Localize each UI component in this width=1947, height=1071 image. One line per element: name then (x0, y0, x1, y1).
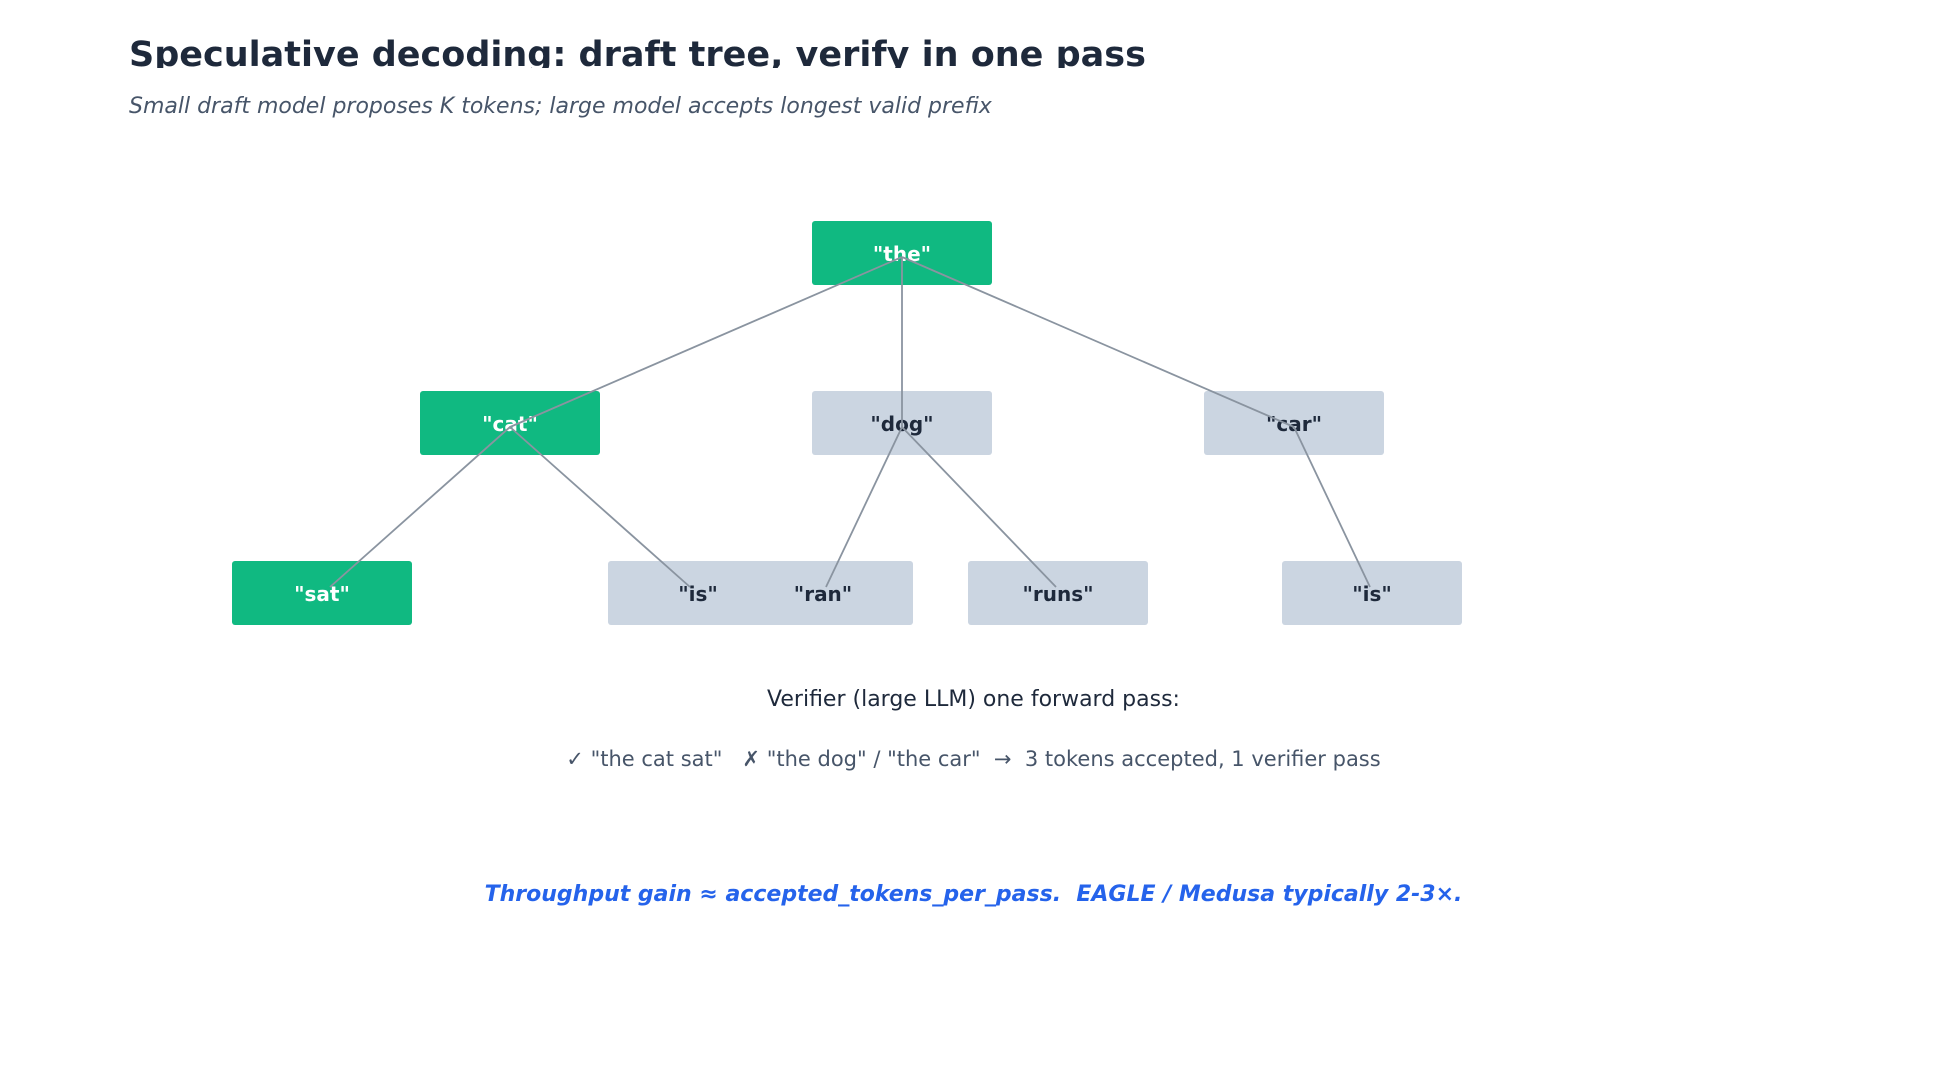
token-node-runs: "runs" (968, 561, 1148, 625)
page-title: Speculative decoding: draft tree, verify… (129, 35, 1146, 68)
tree-nodes: "the""cat""dog""car""sat""is""ran""runs"… (232, 221, 1462, 625)
token-box-is2 (1282, 561, 1462, 625)
token-node-sat: "sat" (232, 561, 412, 625)
tree-edge-car-is2 (1293, 426, 1371, 588)
token-label-runs: "runs" (1022, 582, 1093, 606)
token-label-is2: "is" (1352, 582, 1392, 606)
token-box-sat (232, 561, 412, 625)
token-node-ran: "ran" (733, 561, 913, 625)
tree-edge-dog-runs (901, 426, 1057, 588)
token-node-the: "the" (812, 221, 992, 285)
throughput-footnote: Throughput gain ≈ accepted_tokens_per_pa… (484, 882, 1463, 907)
tree-edges (329, 256, 1371, 588)
tree-edge-dog-ran (825, 426, 903, 588)
token-label-sat: "sat" (294, 582, 350, 606)
title-container: Speculative decoding: draft tree, verify… (129, 28, 1429, 68)
tree-edge-the-car (901, 256, 1295, 428)
token-label-ran: "ran" (794, 582, 852, 606)
tree-edge-cat-is1 (509, 426, 691, 588)
token-label-is1: "is" (678, 582, 718, 606)
token-label-car: "car" (1266, 412, 1322, 436)
token-box-the (812, 221, 992, 285)
token-box-ran (733, 561, 913, 625)
token-label-cat: "cat" (482, 412, 538, 436)
page-subtitle: Small draft model proposes K tokens; lar… (129, 94, 992, 119)
tree-edge-the-cat (509, 256, 903, 428)
token-box-runs (968, 561, 1148, 625)
verifier-result: ✓ "the cat sat" ✗ "the dog" / "the car" … (566, 747, 1381, 771)
tree-edge-cat-sat (329, 426, 511, 588)
token-node-is2: "is" (1282, 561, 1462, 625)
verifier-heading: Verifier (large LLM) one forward pass: (767, 687, 1180, 712)
